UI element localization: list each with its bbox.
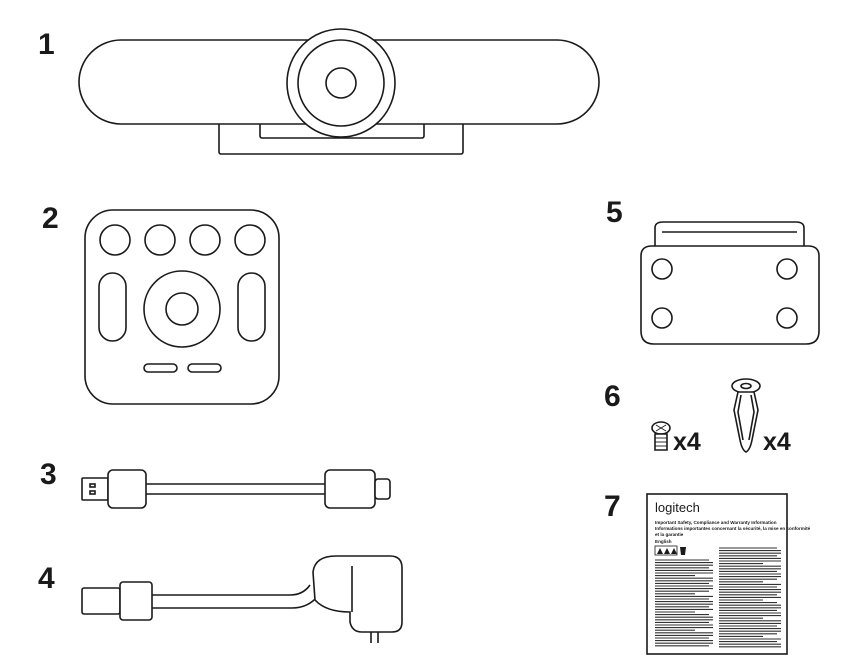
screws-and-anchors-icon: x4 x4 [651,378,791,456]
item-number-1: 1 [38,28,55,61]
power-adapter-icon [81,555,403,643]
anchor-quantity: x4 [763,428,791,456]
mounting-bracket-icon [640,221,820,345]
doc-title-french-cont: et la garantie [655,532,684,537]
camera-icon [78,28,600,155]
remote-control-icon [84,209,280,405]
screw-icon [651,421,671,451]
item-number-5: 5 [606,196,623,229]
item-number-4: 4 [38,562,55,595]
doc-brand-logo: logitech [655,500,700,515]
doc-title-english: Important Safety, Compliance and Warrant… [655,520,777,525]
item-number-6: 6 [604,380,621,413]
item-number-7: 7 [604,490,621,523]
doc-language: English [655,539,672,544]
item-number-3: 3 [40,458,57,491]
item-number-2: 2 [42,202,59,235]
doc-title-french: Informations importantes concernant la s… [655,526,811,531]
usb-cable-icon [81,469,391,509]
warning-symbols-icon [654,545,686,556]
screw-quantity: x4 [673,428,701,456]
fine-print-text [655,547,781,648]
anchor-icon [731,378,761,453]
documentation-icon: logitech Important Safety, Compliance an… [646,493,811,655]
